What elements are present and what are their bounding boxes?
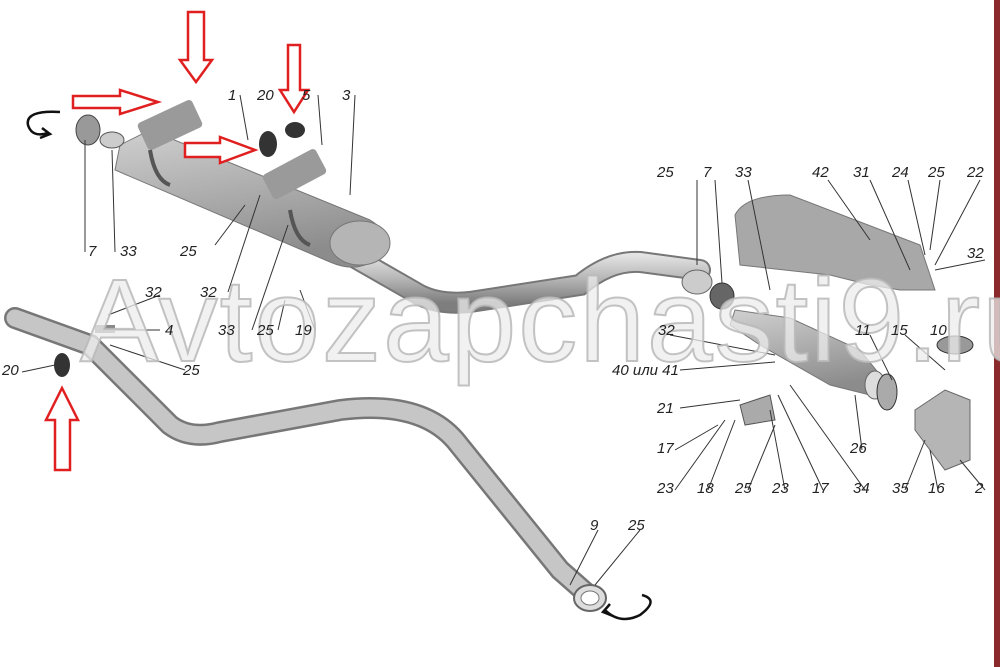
gasket-7-left <box>75 114 101 146</box>
part-label: 15 <box>891 322 908 339</box>
watermark: Avtozapchasti9.ru <box>79 255 1000 387</box>
part-label: 9 <box>590 517 599 534</box>
part-label: 25 <box>735 480 752 497</box>
rubber-mount-20b <box>285 122 305 138</box>
part-label: 33 <box>218 322 235 339</box>
part-label: 19 <box>295 322 312 339</box>
arrow-right-icon <box>71 88 163 116</box>
arrow-down-icon <box>177 10 215 85</box>
part-label: 35 <box>892 480 909 497</box>
part-label: 2 <box>975 480 984 497</box>
rotate-arrowhead-icon <box>39 127 53 140</box>
rotate-arrowhead-icon <box>600 603 614 618</box>
part-label: 25 <box>628 517 645 534</box>
part-label: 40 или 41 <box>612 362 679 379</box>
part-label: 4 <box>165 322 174 339</box>
part-label: 23 <box>772 480 789 497</box>
gasket-10 <box>936 335 974 355</box>
tailpipe-section <box>339 244 711 314</box>
part-label: 33 <box>120 243 137 260</box>
rotate-arrow-icon <box>604 593 652 621</box>
part-label: 5 <box>302 87 311 104</box>
bracket-21 <box>739 394 776 426</box>
exhaust-manifold-pipe-2 <box>914 389 971 471</box>
part-label: 22 <box>967 164 984 181</box>
part-label: 23 <box>657 480 674 497</box>
rubber-mount-20a <box>259 131 277 157</box>
part-label: 34 <box>853 480 870 497</box>
part-label: 25 <box>928 164 945 181</box>
red-arrows <box>43 10 311 472</box>
rubber-mount-20c <box>54 353 70 377</box>
heat-shield-42 <box>734 194 936 291</box>
bracket-4 <box>95 325 115 333</box>
part-label: 17 <box>812 480 829 497</box>
part-label: 42 <box>812 164 829 181</box>
muffler <box>114 100 391 268</box>
part-label: 25 <box>183 362 200 379</box>
part-label: 16 <box>928 480 945 497</box>
part-label: 3 <box>342 87 351 104</box>
rotate-arrow-icon <box>26 110 61 136</box>
part-label: 11 <box>855 322 871 339</box>
part-label: 32 <box>200 284 217 301</box>
part-label: 7 <box>703 164 712 181</box>
part-label: 20 <box>2 362 19 379</box>
part-label: 25 <box>180 243 197 260</box>
front-pipe <box>4 307 607 612</box>
flange-right <box>681 269 713 295</box>
part-label: 33 <box>735 164 752 181</box>
part-label: 32 <box>145 284 162 301</box>
part-label: 1 <box>228 87 237 104</box>
arrow-up-icon <box>43 385 81 472</box>
part-label: 18 <box>697 480 714 497</box>
arrow-down-icon <box>277 43 311 115</box>
part-label: 31 <box>853 164 870 181</box>
gasket-11 <box>876 373 898 411</box>
part-label: 32 <box>967 245 984 262</box>
leader-lines <box>21 94 986 586</box>
frame-border <box>994 0 1000 667</box>
part-label: 32 <box>658 322 675 339</box>
part-label: 10 <box>930 322 947 339</box>
part-label: 24 <box>892 164 909 181</box>
part-label: 21 <box>657 400 674 417</box>
part-label: 25 <box>257 322 274 339</box>
part-label: 26 <box>850 440 867 457</box>
part-label: 7 <box>88 243 97 260</box>
part-label: 17 <box>657 440 674 457</box>
arrow-right-icon <box>183 135 259 165</box>
part-label: 20 <box>257 87 274 104</box>
flange-33-left <box>99 131 125 149</box>
part-label: 25 <box>657 164 674 181</box>
